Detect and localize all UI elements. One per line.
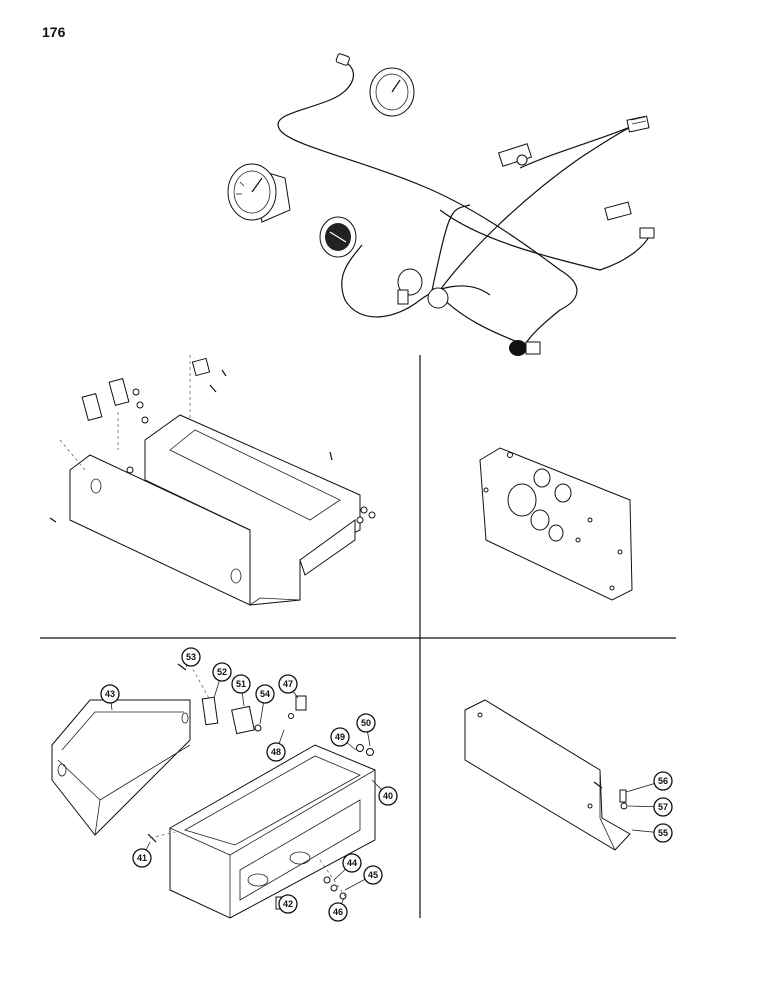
callout-50: 50 — [356, 713, 376, 747]
gauge-icon — [369, 67, 415, 117]
callout-circle — [278, 674, 298, 694]
tachometer-icon — [227, 163, 291, 223]
instrument-housing-exploded — [49, 355, 376, 606]
callout-48: 48 — [266, 729, 286, 762]
callout-number: 46 — [333, 907, 343, 917]
quadrant-dividers — [40, 355, 676, 918]
callout-circle — [100, 684, 120, 704]
callout-number: 50 — [361, 718, 371, 728]
plug-connector — [604, 201, 632, 221]
callout-57: 57 — [627, 797, 673, 817]
page-number: 176 — [42, 24, 66, 40]
callout-number: 44 — [347, 858, 357, 868]
callout-circle — [212, 662, 232, 682]
callout-circle — [363, 865, 383, 885]
callout-circle — [330, 727, 350, 747]
callout-number: 54 — [260, 689, 270, 699]
callout-number: 51 — [236, 679, 246, 689]
callout-number: 47 — [283, 679, 293, 689]
callout-number: 53 — [186, 652, 196, 662]
callout-number: 45 — [368, 870, 378, 880]
callout-circle — [132, 848, 152, 868]
callout-circle — [181, 647, 201, 667]
callout-55: 55 — [631, 823, 673, 843]
frame-assembly — [51, 663, 376, 919]
callout-number: 55 — [658, 828, 668, 838]
sender-unit — [497, 143, 533, 167]
callout-number: 41 — [137, 853, 147, 863]
callout-56: 56 — [625, 771, 673, 793]
callout-number: 48 — [271, 747, 281, 757]
callout-circle — [328, 902, 348, 922]
callout-46: 46 — [328, 897, 348, 922]
callout-circle — [356, 713, 376, 733]
callout-circle — [378, 786, 398, 806]
callout-circle — [231, 674, 251, 694]
callout-circle — [255, 684, 275, 704]
callout-number: 49 — [335, 732, 345, 742]
callout-circle — [342, 853, 362, 873]
callout-42: 42 — [278, 894, 298, 914]
callout-circle — [653, 797, 673, 817]
wire-connector — [335, 53, 350, 66]
callout-number: 43 — [105, 689, 115, 699]
callout-54: 54 — [255, 684, 275, 725]
callout-43: 43 — [100, 684, 120, 711]
callout-49: 49 — [330, 727, 357, 751]
callout-number: 52 — [217, 667, 227, 677]
callout-number: 56 — [658, 776, 668, 786]
callout-41: 41 — [132, 841, 152, 868]
callout-44: 44 — [333, 853, 362, 881]
cover-panel — [464, 699, 631, 851]
callout-circle — [266, 742, 286, 762]
light-socket — [509, 340, 541, 356]
callout-53: 53 — [181, 647, 201, 668]
ignition-switch-icon — [397, 268, 449, 309]
gauge-icon — [319, 216, 357, 258]
dash-panel-plate — [479, 447, 633, 601]
callout-47: 47 — [278, 674, 299, 699]
callout-number: 40 — [383, 791, 393, 801]
wiring-harness-assembly — [277, 53, 655, 346]
callout-circle — [653, 823, 673, 843]
callout-52: 52 — [212, 662, 232, 699]
callout-number: 42 — [283, 899, 293, 909]
callout-number: 57 — [658, 802, 668, 812]
callout-51: 51 — [231, 674, 251, 707]
callout-layer: 40 41 42 43 44 45 46 47 48 49 50 51 52 53 54 55 56 57 — [100, 647, 673, 922]
callout-circle — [278, 894, 298, 914]
callout-45: 45 — [344, 865, 383, 891]
callout-40: 40 — [371, 779, 398, 806]
callout-circle — [653, 771, 673, 791]
